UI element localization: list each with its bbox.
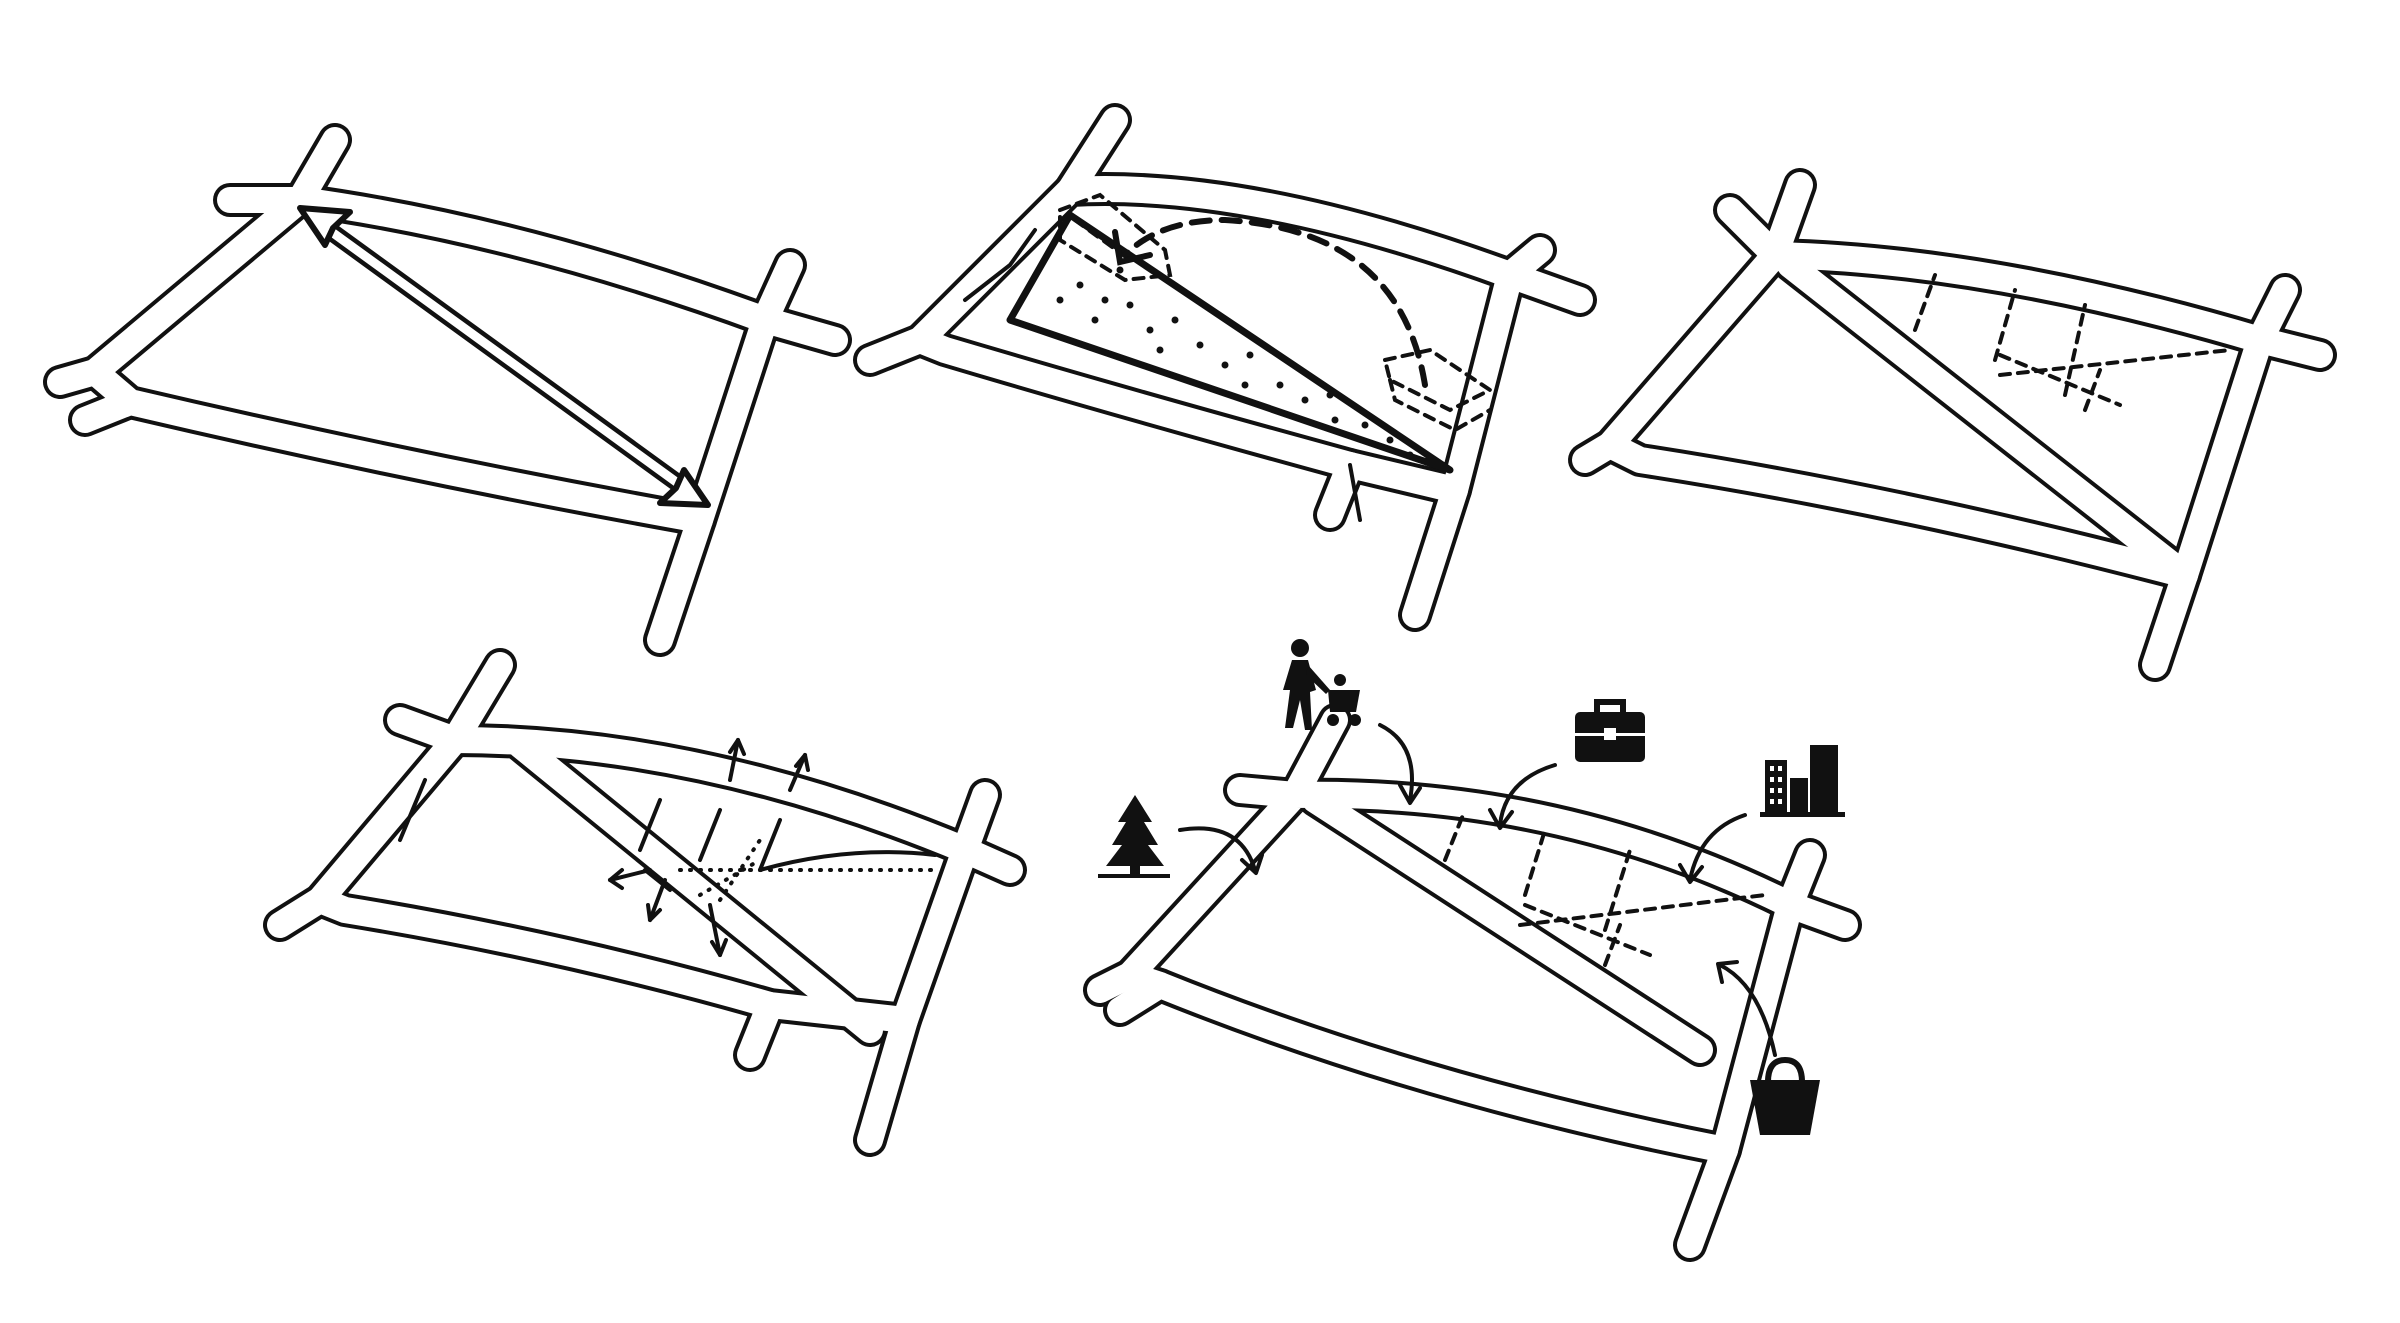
street-network bbox=[43, 123, 852, 657]
plaza-dots bbox=[1056, 266, 1414, 459]
street-network bbox=[1568, 168, 2337, 682]
shopping-bag-icon bbox=[1750, 1056, 1820, 1135]
city-buildings-icon bbox=[1760, 745, 1845, 817]
panel-1 bbox=[43, 123, 852, 657]
pedestrian-paths bbox=[678, 838, 942, 902]
context-arrows bbox=[1178, 723, 1777, 1057]
panel-5 bbox=[1083, 639, 1862, 1262]
subdivided-blocks bbox=[1443, 808, 1767, 967]
pedestrian-stroller-icon bbox=[1283, 639, 1361, 730]
panel-3 bbox=[1568, 168, 2337, 682]
subdivided-blocks bbox=[1913, 273, 2232, 412]
street-network bbox=[1083, 703, 1862, 1262]
relocation-arrow bbox=[1112, 216, 1428, 388]
block-dividers bbox=[398, 778, 937, 872]
briefcase-icon bbox=[1575, 699, 1645, 762]
diagonal-axis-arrow bbox=[297, 205, 711, 508]
panel-4 bbox=[263, 648, 1027, 1157]
pine-tree-icon bbox=[1098, 795, 1170, 878]
street-network bbox=[263, 648, 1027, 1157]
triangular-plaza bbox=[1006, 211, 1454, 474]
access-arrows bbox=[608, 738, 810, 957]
south-strip bbox=[1348, 463, 1362, 522]
street-network bbox=[853, 103, 1597, 632]
panel-2 bbox=[853, 103, 1597, 632]
west-strip bbox=[963, 228, 1037, 302]
